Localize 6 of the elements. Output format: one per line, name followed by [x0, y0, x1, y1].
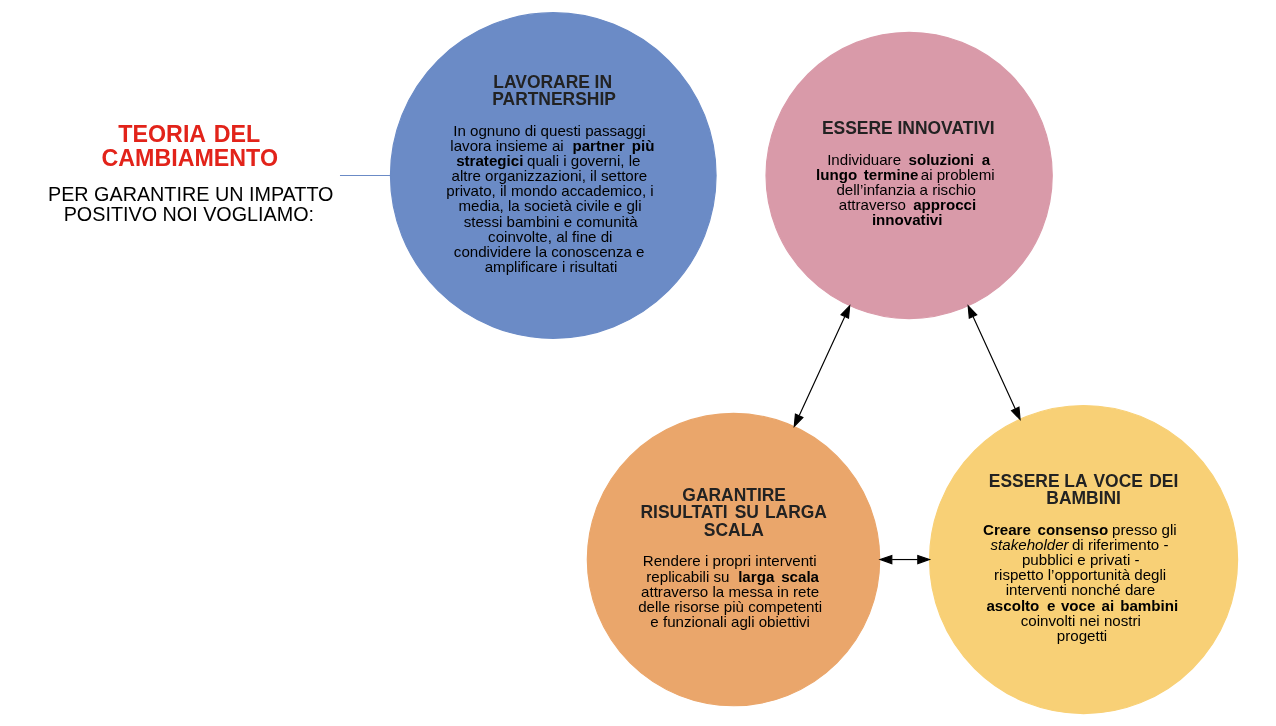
arrow [793, 304, 851, 428]
arrow [878, 554, 932, 565]
arrow [967, 304, 1021, 422]
connector [339, 174, 391, 177]
node-circle: LAVORARE IN PARTNERSHIP In ognuno di questi passaggi lavora insieme ai partner più strategici quali i governi, le altre organizzazioni, il settore privato, il mondo accademico, i media, la società civile e gli stessi bambini e comunità coinvolte, al fine di condividere la conoscenza e amplificare i risultati [389, 12, 717, 339]
node-text: TEORIA DEL CAMBIAMENTO PER GARANTIRE UN IMPATTO POSITIVO NOI VOGLIAMO: [47, 121, 334, 225]
